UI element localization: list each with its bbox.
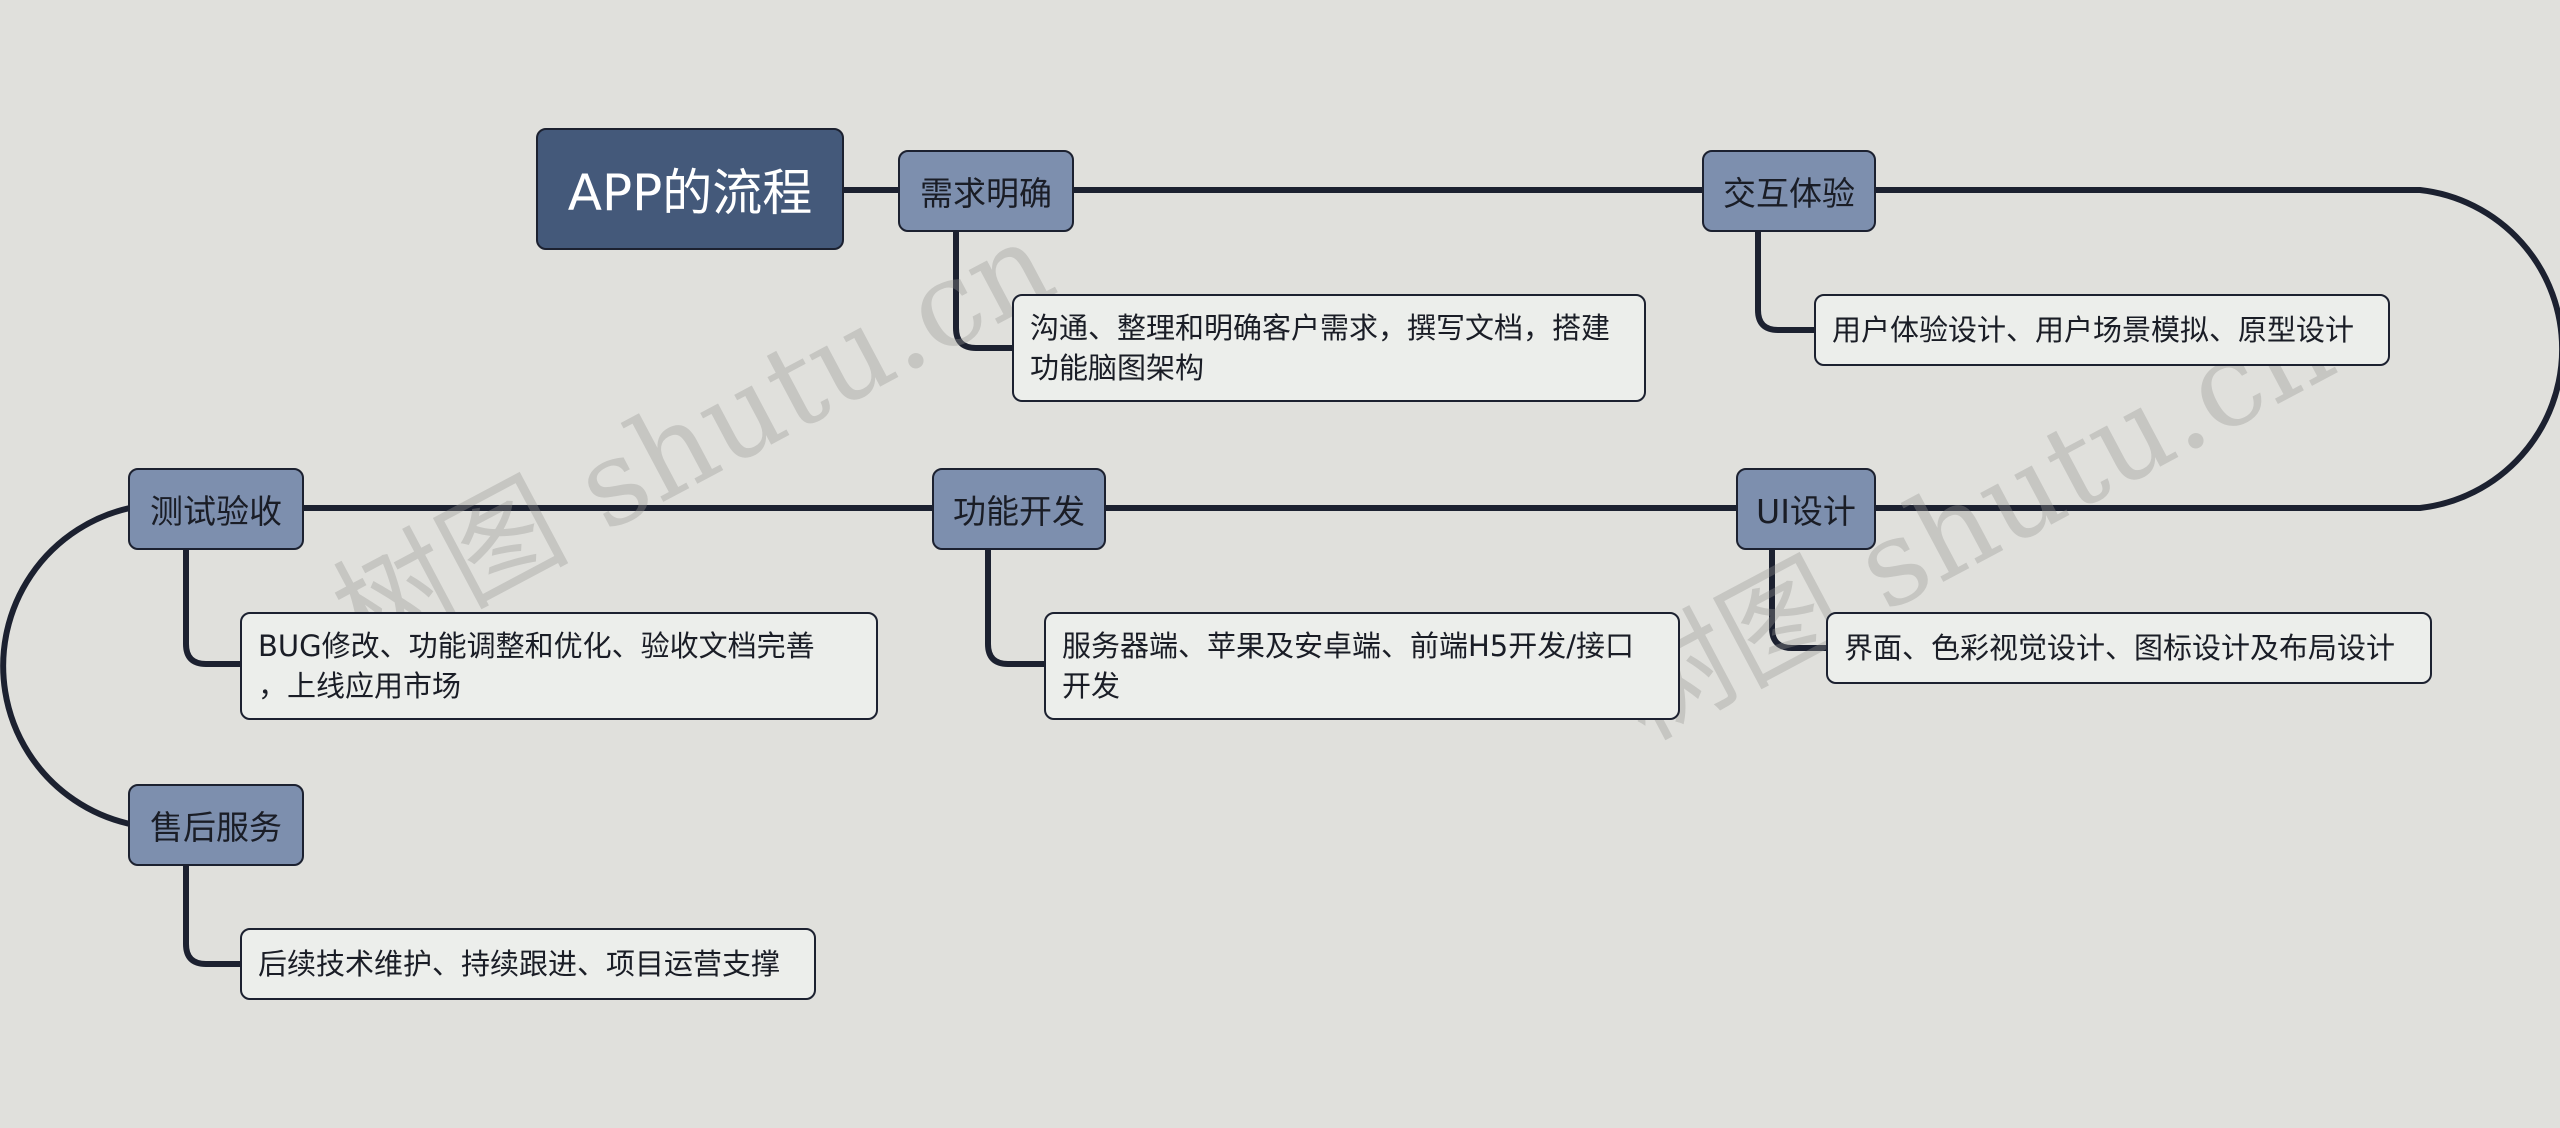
branch-line-aftersales [183,863,245,967]
detail-development[interactable]: 服务器端、苹果及安卓端、前端H5开发/接口 开发 [1044,612,1680,720]
detail-text: 沟通、整理和明确客户需求，撰写文档，搭建 功能脑图架构 [1030,311,1611,385]
detail-text: 界面、色彩视觉设计、图标设计及布局设计 [1844,631,2396,665]
topic-label: 售后服务 [150,808,282,847]
topic-label: UI设计 [1756,492,1856,531]
topic-label: 功能开发 [953,492,1085,531]
topic-label: 交互体验 [1723,174,1855,213]
main-flow-line [0,187,2560,827]
detail-demand[interactable]: 沟通、整理和明确客户需求，撰写文档，搭建 功能脑图架构 [1012,294,1646,402]
topic-after-sales[interactable]: 售后服务 [128,784,304,866]
detail-text: 后续技术维护、持续跟进、项目运营支撑 [258,947,781,981]
branch-line-interaction [1755,227,1819,333]
topic-label: 需求明确 [920,174,1052,213]
branch-line-demand [953,227,1015,351]
detail-interaction[interactable]: 用户体验设计、用户场景模拟、原型设计 [1814,294,2390,366]
branch-line-dev [985,545,1049,667]
root-node[interactable]: APP的流程 [536,128,844,250]
branch-line-ui [1769,545,1831,651]
topic-label: 测试验收 [150,492,282,531]
topic-interaction[interactable]: 交互体验 [1702,150,1876,232]
topic-ui-design[interactable]: UI设计 [1736,468,1876,550]
root-label: APP的流程 [567,164,813,222]
branch-line-test [183,545,245,667]
topic-testing[interactable]: 测试验收 [128,468,304,550]
detail-text: BUG修改、功能调整和优化、验收文档完善 ，上线应用市场 [258,629,815,703]
detail-text: 用户体验设计、用户场景模拟、原型设计 [1832,313,2355,347]
detail-ui-design[interactable]: 界面、色彩视觉设计、图标设计及布局设计 [1826,612,2432,684]
topic-demand[interactable]: 需求明确 [898,150,1074,232]
detail-testing[interactable]: BUG修改、功能调整和优化、验收文档完善 ，上线应用市场 [240,612,878,720]
topic-development[interactable]: 功能开发 [932,468,1106,550]
detail-text: 服务器端、苹果及安卓端、前端H5开发/接口 开发 [1062,629,1635,703]
detail-after-sales[interactable]: 后续技术维护、持续跟进、项目运营支撑 [240,928,816,1000]
